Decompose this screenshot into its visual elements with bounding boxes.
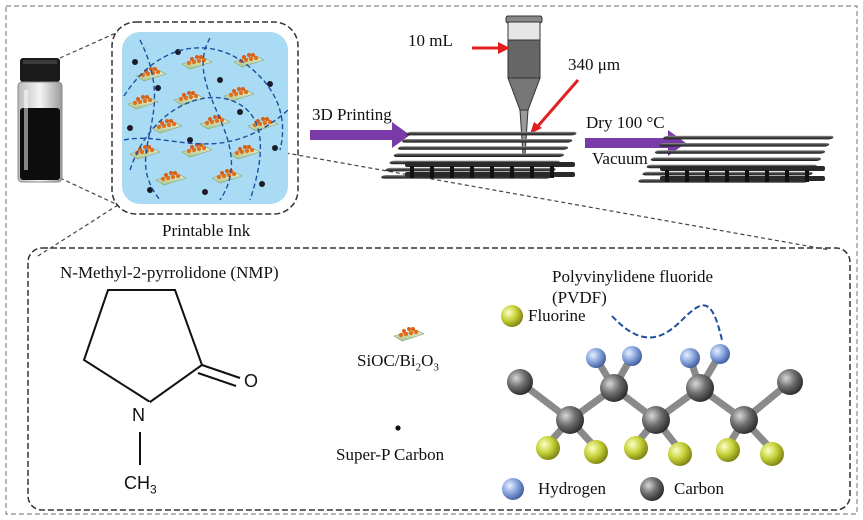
zoom-line [37,204,119,257]
methyl-group-label: CH3 [124,473,157,497]
carbon-additive-label: Super-P Carbon [336,445,445,464]
ink-vial [17,58,63,183]
pvdf-title-line2: (PVDF) [552,288,607,307]
ink-contents [123,37,289,201]
composite-label: SiOC/Bi2O3 [357,351,439,374]
oxygen-atom-label: O [244,371,259,391]
fluorine-legend-label: Fluorine [528,306,586,325]
polymer-chain-curve [611,304,723,341]
hydrogen-legend-label: Hydrogen [538,479,606,498]
carbon-particle-icon [395,425,401,431]
outer-frame [5,5,858,515]
ink-zoom-frame [111,21,299,215]
drying-arrow [585,130,686,156]
pvdf-molecule [507,344,803,466]
carbon-legend-ball [640,477,664,501]
vacuum-step-label: Vacuum [592,149,648,168]
fluorine-legend-ball [501,305,523,327]
printing-arrow [310,122,410,148]
nozzle-arrow [536,79,580,127]
ink-caption: Printable Ink [162,221,251,240]
printed-lattice [381,131,577,179]
composite-flake-icon [393,326,425,342]
hydrogen-legend-ball [502,478,524,500]
nitrogen-atom-label: N [132,405,145,425]
dried-lattice [638,135,834,183]
chemistry-panel [27,247,851,511]
nozzle-size-label: 340 μm [568,55,621,74]
zoom-line [257,147,831,251]
nmp-title: N-Methyl-2-pyrrolidone (NMP) [60,263,279,282]
nmp-structure [82,289,241,465]
printing-step-label: 3D Printing [312,105,392,124]
pvdf-title-line1: Polyvinylidene fluoride [552,267,714,286]
volume-label: 10 mL [408,31,453,50]
zoom-line [59,177,119,206]
carbon-legend-label: Carbon [674,479,725,498]
dry-step-label: Dry 100 °C [586,113,665,132]
zoom-line [59,31,119,59]
